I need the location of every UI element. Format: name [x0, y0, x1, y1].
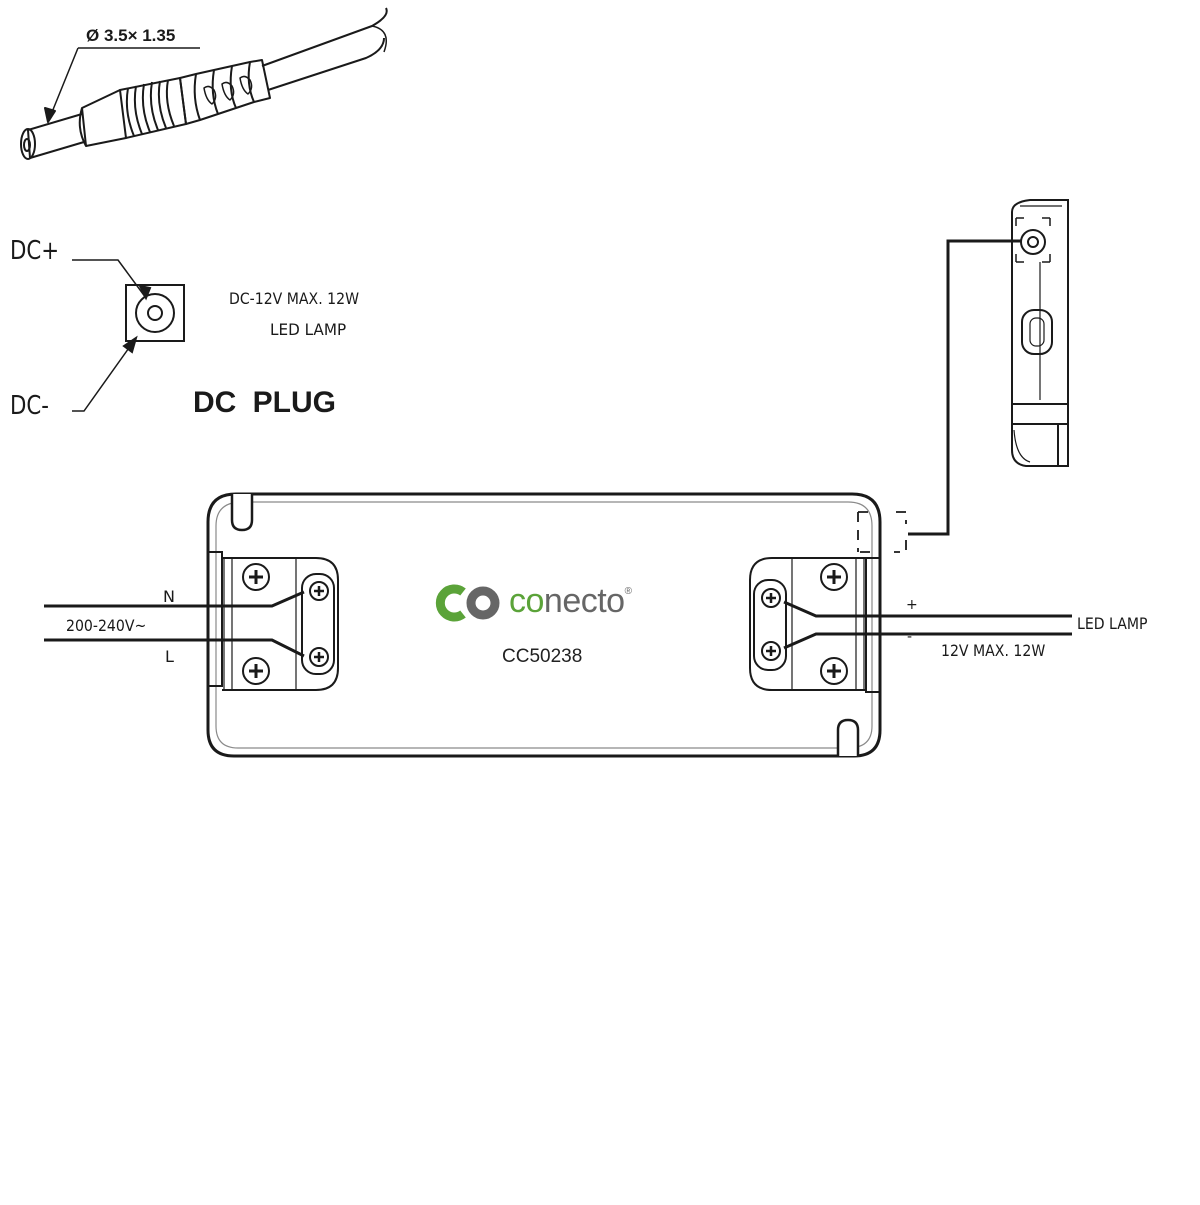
registered-mark: ®: [624, 586, 632, 597]
model-number: CC50238: [502, 646, 583, 667]
input-voltage-label: 200-240V~: [66, 616, 147, 635]
dc-plug-spec-line1: DC-12V MAX. 12W: [229, 289, 359, 308]
output-minus-label: -: [907, 629, 913, 645]
dc-plug-illustration: [20, 7, 388, 160]
output-target-label: LED LAMP: [1077, 614, 1148, 633]
input-n-label: N: [163, 587, 175, 606]
brand-rest: necto: [543, 582, 625, 620]
output-rating-label: 12V MAX. 12W: [941, 641, 1046, 660]
driver-housing: [206, 492, 907, 758]
conecto-logo-icon: [435, 584, 500, 622]
dc-plug-spec-line2: LED LAMP: [270, 320, 347, 339]
dc-plug-title: DC PLUG: [193, 386, 336, 419]
input-terminal: [44, 551, 339, 691]
input-l-label: L: [165, 647, 174, 666]
led-lamp-illustration: [908, 199, 1069, 536]
brand-prefix: co: [509, 582, 544, 620]
plug-dimension-label: Ø 3.5× 1.35: [86, 26, 176, 45]
brand-name: conecto®: [509, 582, 632, 621]
output-terminal: [749, 557, 1072, 693]
dc-positive-label: DC+: [10, 236, 60, 266]
output-plus-label: +: [906, 597, 918, 613]
dc-negative-label: DC-: [10, 391, 50, 421]
dc-plug-symbol: [72, 259, 185, 412]
